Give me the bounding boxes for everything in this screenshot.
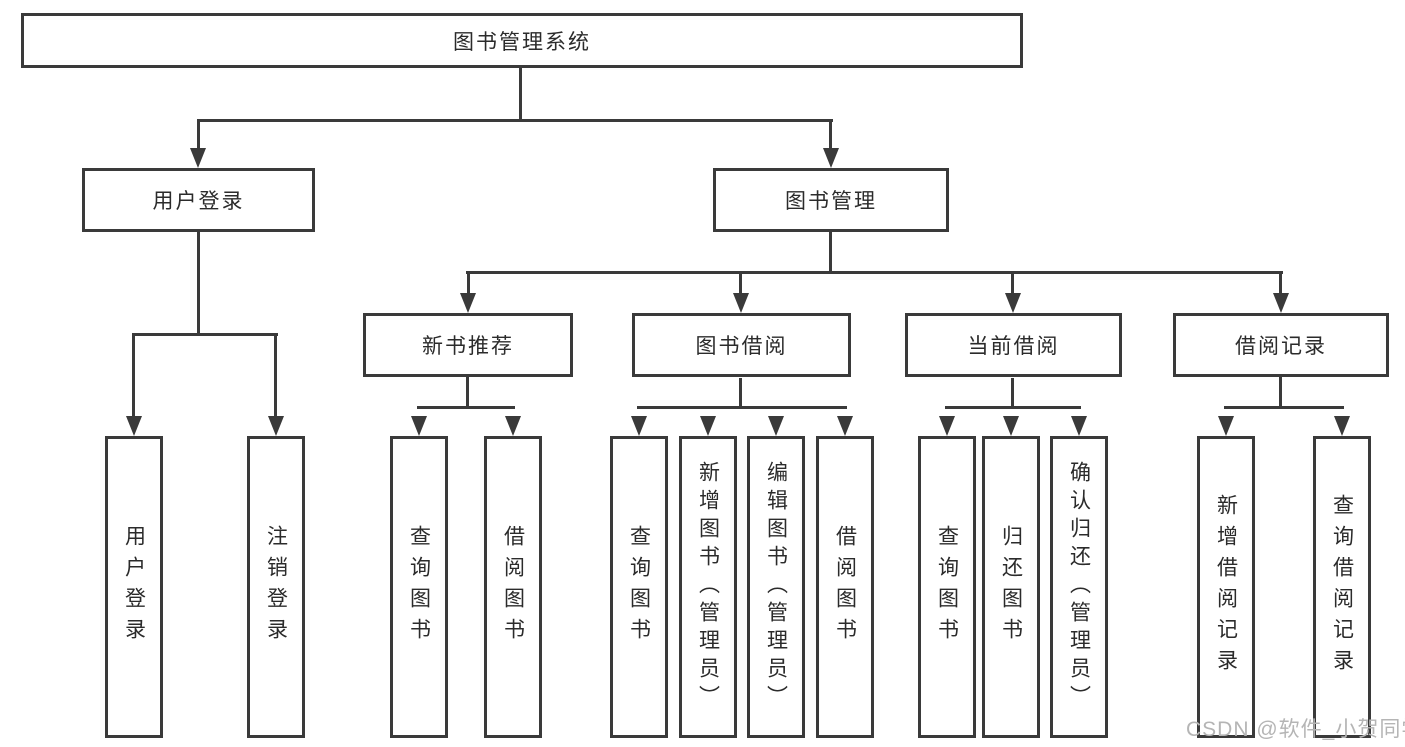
arrowhead-down-icon (268, 416, 284, 436)
leaf-user-login: 用户登录 (105, 436, 163, 738)
arrowhead-down-icon (460, 293, 476, 313)
arrowhead-down-icon (411, 416, 427, 436)
leaf-edit-books-admin: 编辑图书（管理员） (747, 436, 805, 738)
arrowhead-down-icon (631, 416, 647, 436)
connector-bookmgmt-leg (1279, 271, 1282, 296)
connector-root-leg-right (829, 119, 832, 151)
leaf-query-borrow-record: 查询借阅记录 (1313, 436, 1371, 738)
node-book-management: 图书管理 (713, 168, 949, 232)
node-label: 当前借阅 (967, 335, 1060, 358)
connector-userlogin-leg (132, 333, 135, 419)
connector-newbooks-stem (466, 377, 469, 408)
connector-root-bar (197, 119, 833, 122)
leaf-label: 编辑图书（管理员） (764, 461, 788, 713)
leaf-label: 查询图书 (407, 525, 431, 649)
arrowhead-down-icon (939, 416, 955, 436)
node-label: 新书推荐 (422, 335, 514, 358)
arrowhead-down-icon (1273, 293, 1289, 313)
leaf-label: 注销登录 (264, 525, 288, 649)
connector-userlogin-stem (197, 232, 200, 336)
node-label: 用户登录 (152, 190, 245, 213)
leaf-label: 用户登录 (122, 525, 146, 649)
leaf-label: 查询图书 (935, 525, 959, 649)
node-label: 借阅记录 (1235, 335, 1327, 358)
connector-currentborrow-stem (1011, 378, 1014, 408)
leaf-label: 查询借阅记录 (1330, 494, 1354, 680)
leaf-query-books-borrow: 查询图书 (610, 436, 668, 738)
connector-bookborrow-stem (739, 378, 742, 408)
connector-bookmgmt-leg (467, 271, 470, 296)
arrowhead-down-icon (1334, 416, 1350, 436)
leaf-borrow-books-recommend: 借阅图书 (484, 436, 542, 738)
arrowhead-down-icon (190, 148, 206, 168)
node-new-book-recommend: 新书推荐 (363, 313, 573, 377)
node-borrow-records: 借阅记录 (1173, 313, 1389, 377)
arrowhead-down-icon (1005, 293, 1021, 313)
leaf-query-books-current: 查询图书 (918, 436, 976, 738)
arrowhead-down-icon (700, 416, 716, 436)
leaf-logout: 注销登录 (247, 436, 305, 738)
node-book-borrow: 图书借阅 (632, 313, 851, 377)
connector-root-stem (519, 68, 522, 121)
node-label: 图书管理 (785, 190, 877, 213)
arrowhead-down-icon (733, 293, 749, 313)
connector-bookmgmt-leg (739, 271, 742, 296)
connector-userlogin-bar (132, 333, 278, 336)
arrowhead-down-icon (768, 416, 784, 436)
leaf-add-books-admin: 新增图书（管理员） (679, 436, 737, 738)
arrowhead-down-icon (823, 148, 839, 168)
connector-currentborrow-bar (945, 406, 1081, 409)
node-user-login: 用户登录 (82, 168, 315, 232)
leaf-label: 借阅图书 (501, 525, 525, 649)
leaf-add-borrow-record: 新增借阅记录 (1197, 436, 1255, 738)
connector-bookmgmt-leg (1011, 271, 1014, 296)
connector-root-leg-left (197, 119, 200, 151)
connector-borrowrecords-bar (1224, 406, 1344, 409)
connector-newbooks-bar (417, 406, 515, 409)
leaf-label: 新增借阅记录 (1214, 494, 1238, 680)
arrowhead-down-icon (126, 416, 142, 436)
arrowhead-down-icon (1218, 416, 1234, 436)
arrowhead-down-icon (505, 416, 521, 436)
connector-bookmgmt-bar (466, 271, 1283, 274)
watermark: CSDN @软件_小贺同学 (1186, 718, 1405, 741)
leaf-label: 归还图书 (999, 525, 1023, 649)
leaf-confirm-return-admin: 确认归还（管理员） (1050, 436, 1108, 738)
leaf-query-books-recommend: 查询图书 (390, 436, 448, 738)
connector-bookborrow-bar (637, 406, 847, 409)
node-book-management-system: 图书管理系统 (21, 13, 1023, 68)
node-current-borrow: 当前借阅 (905, 313, 1122, 377)
leaf-return-books: 归还图书 (982, 436, 1040, 738)
connector-borrowrecords-stem (1279, 377, 1282, 408)
leaf-borrow-books: 借阅图书 (816, 436, 874, 738)
arrowhead-down-icon (1003, 416, 1019, 436)
leaf-label: 新增图书（管理员） (696, 461, 720, 713)
leaf-label: 借阅图书 (833, 525, 857, 649)
arrowhead-down-icon (837, 416, 853, 436)
node-label: 图书借阅 (695, 335, 788, 358)
leaf-label: 查询图书 (627, 525, 651, 649)
arrowhead-down-icon (1071, 416, 1087, 436)
connector-userlogin-leg (274, 333, 277, 419)
connector-bookmgmt-stem (829, 232, 832, 274)
node-label: 图书管理系统 (453, 30, 591, 54)
leaf-label: 确认归还（管理员） (1067, 461, 1091, 713)
